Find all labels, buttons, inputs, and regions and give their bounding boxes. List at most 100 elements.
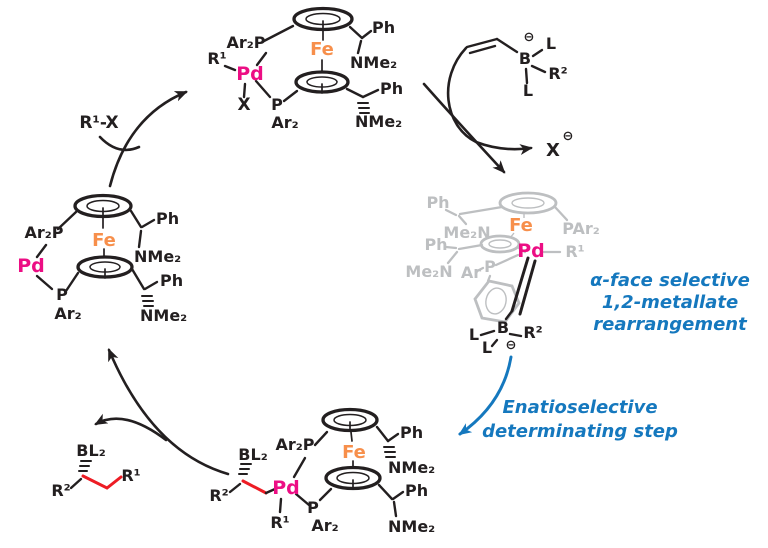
annotation-line: Enatioselective xyxy=(502,397,657,418)
fe-label: Fe xyxy=(342,442,366,463)
nme2-label: NMe₂ xyxy=(388,517,435,536)
bond-gray xyxy=(494,253,520,267)
pd-label: Pd xyxy=(517,240,545,262)
ar2p-label: Ar₂P xyxy=(226,33,265,52)
bond xyxy=(255,51,268,67)
ar2p-label: Ar₂P xyxy=(24,223,63,242)
ph-label: Ph xyxy=(424,235,447,254)
bond xyxy=(313,430,329,447)
fe-label: Fe xyxy=(509,215,533,236)
bond xyxy=(137,229,143,249)
x-minus-label: X xyxy=(546,140,560,161)
vinyl-bond2 xyxy=(468,44,497,55)
arrow-metallate-blue xyxy=(458,355,513,436)
bond xyxy=(392,500,398,518)
halide-leaving-group: X ⊖ xyxy=(546,129,573,161)
aryl-ring-inner xyxy=(485,287,507,315)
nme2-label: NMe₂ xyxy=(350,53,397,72)
complex-bottom-alkyl: BL₂ R² Pd R¹ Ar₂P P Ar₂ Fe Ph NMe₂ Ph NM… xyxy=(209,407,435,536)
bl2-label: BL₂ xyxy=(238,445,267,464)
bond xyxy=(508,332,523,338)
ph-label: Ph xyxy=(372,18,395,37)
bond xyxy=(282,89,299,103)
ar2-label: Ar₂ xyxy=(271,113,298,132)
ar2-label: Ar₂ xyxy=(54,304,81,323)
bond-gray xyxy=(475,266,485,273)
bond-gray xyxy=(444,245,458,250)
minus-charge-icon: ⊖ xyxy=(506,338,517,353)
bond-red-stereo xyxy=(81,474,123,490)
bond xyxy=(223,64,237,72)
bond xyxy=(294,492,311,507)
r1-label: R¹ xyxy=(270,513,289,532)
pd-label: Pd xyxy=(17,255,45,277)
bond xyxy=(377,483,394,501)
b-label: B xyxy=(497,318,509,337)
hashed-bond xyxy=(357,102,370,114)
fe-bond xyxy=(350,431,353,442)
bond xyxy=(375,425,390,443)
ph-label: Ph xyxy=(160,271,183,290)
r2-label: R² xyxy=(523,323,542,342)
minus-charge-icon: ⊖ xyxy=(524,30,535,45)
ar-label: Ar xyxy=(461,263,481,282)
complex-top-oxidative-addition: Ar₂P R¹ Pd X P Ar₂ Fe Ph NMe₂ Ph NMe₂ xyxy=(207,6,403,132)
bond xyxy=(345,87,365,99)
bond xyxy=(490,338,499,348)
bond xyxy=(531,48,544,58)
bond xyxy=(228,482,242,494)
r2-label: R² xyxy=(548,64,567,83)
bond-gray xyxy=(458,205,504,216)
l-label: L xyxy=(546,34,556,53)
arrow-product-release xyxy=(94,413,168,442)
ph-label: Ph xyxy=(405,481,428,500)
l-label: L xyxy=(482,338,492,357)
bond xyxy=(479,329,496,337)
bond xyxy=(360,29,373,40)
bond xyxy=(69,477,83,490)
cp-ring-gray xyxy=(498,191,558,215)
nme2-label: NMe₂ xyxy=(134,247,181,266)
bond xyxy=(391,490,405,501)
bond xyxy=(495,37,519,54)
bond xyxy=(130,267,146,291)
r1-label: R¹ xyxy=(565,242,584,261)
bond-red-stereo xyxy=(241,479,268,495)
par2-label: PAr₂ xyxy=(562,219,600,238)
nme2-label: NMe₂ xyxy=(355,112,402,131)
bond xyxy=(56,210,78,231)
arrow-r1x-merge xyxy=(98,135,141,152)
bond xyxy=(348,25,364,40)
alkene-bond2 xyxy=(518,259,537,316)
ar2-label: Ar₂ xyxy=(311,516,338,535)
r2-label: R² xyxy=(51,481,70,500)
bond-gray xyxy=(446,250,459,265)
l-label: L xyxy=(523,81,533,100)
nme2-label: NMe₂ xyxy=(388,458,435,477)
hashed-bond xyxy=(383,446,396,458)
p-label: P xyxy=(484,257,496,276)
cp-ring-inner xyxy=(511,197,545,209)
product-molecule: BL₂ R² R¹ xyxy=(51,441,140,500)
r2-label: R² xyxy=(209,486,228,505)
fe-bond-gray xyxy=(509,232,515,239)
p-label: P xyxy=(56,285,68,304)
cycle-arrows xyxy=(94,46,533,476)
annotation-line: rearrangement xyxy=(593,314,748,335)
bond-gray xyxy=(553,205,569,222)
ph-label: Ph xyxy=(156,209,179,228)
pd-label: Pd xyxy=(236,63,264,85)
bond xyxy=(254,79,272,99)
bond xyxy=(262,24,295,43)
ph-label: Ph xyxy=(380,79,403,98)
bond xyxy=(143,280,159,291)
bond xyxy=(386,432,400,443)
minus-charge-icon: ⊖ xyxy=(563,129,574,144)
cp-ring-gray xyxy=(479,234,521,254)
fe-label: Fe xyxy=(92,230,116,251)
complex-left-catalyst: Ar₂P Pd P Ar₂ Fe Ph NMe₂ Ph NMe₂ xyxy=(17,193,187,325)
alkyl-halide-label: R¹-X xyxy=(79,113,118,133)
bond xyxy=(504,309,514,321)
